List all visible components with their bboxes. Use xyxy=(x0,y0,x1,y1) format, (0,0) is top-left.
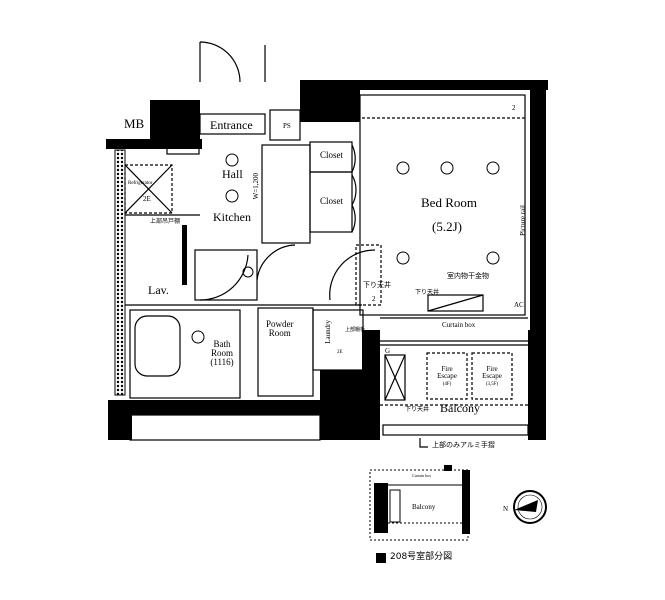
fire-escape-2-line-1: Fire xyxy=(486,365,498,373)
lav-label: Lav. xyxy=(148,283,169,297)
ps-bottom-label: PS xyxy=(334,371,342,379)
closet-1-label: Closet xyxy=(320,150,344,160)
bath-room-line-1: Bath xyxy=(213,339,231,349)
bed-room-label: Bed Room xyxy=(421,195,477,210)
lowered-ceiling-2-label: 下り天井 xyxy=(415,290,440,296)
light-count-1-label: 2 xyxy=(372,295,376,303)
fire-escape-1-line-1: Fire xyxy=(441,365,453,373)
mb-label: MB xyxy=(124,116,145,131)
bed-room-size-label: (5.2J) xyxy=(432,219,462,234)
laundry-outlet-label: 2E xyxy=(337,350,343,355)
laundry-label: Laundry xyxy=(324,320,332,344)
picture-rail-label: Picture rail xyxy=(519,205,527,236)
compass-north-label: N xyxy=(503,505,509,513)
kitchen-width-label: W=1,200 xyxy=(252,173,260,200)
bath-room-line-2: Room xyxy=(210,348,233,358)
upper-cabinet-label: 上部吊戸棚 xyxy=(150,219,181,225)
partitions xyxy=(124,41,529,448)
powder-room-line-1: Powder xyxy=(266,319,294,329)
light-fixtures xyxy=(191,153,500,344)
shoes-box-line-1: Shoes xyxy=(170,125,187,133)
hatched-wall xyxy=(114,149,126,396)
ac-label: AC xyxy=(514,301,524,309)
shoes-box-line-2: box xyxy=(173,132,184,140)
railing-note-label: 上部のみアルミ手摺 xyxy=(432,441,495,449)
inset-balcony-label: Balcony xyxy=(412,503,436,511)
refrigerator-label: Refrigerator xyxy=(128,181,153,186)
closet-2-label: Closet xyxy=(320,196,344,206)
curtain-box-label: Curtain box xyxy=(442,321,476,329)
entrance-label: Entrance xyxy=(210,118,253,132)
drying-hardware-label: 室内物干金物 xyxy=(447,272,489,280)
inset-curtain-box-label: Curtain box xyxy=(412,473,431,478)
ps-top-label: PS xyxy=(283,122,291,130)
lowered-ceiling-1-label: 下り天井 xyxy=(363,281,391,289)
powder-room-line-2: Room xyxy=(268,328,291,338)
hall-label: Hall xyxy=(222,167,243,181)
compass xyxy=(513,490,547,524)
fire-escape-1-line-3: (4F) xyxy=(442,382,452,387)
caption-marker xyxy=(376,553,386,563)
fire-escape-2-line-3: (3,5F) xyxy=(485,382,499,387)
light-count-2-label: 2 xyxy=(512,104,516,112)
lowered-ceiling-3-label: 下り天井 xyxy=(405,407,430,413)
fire-escape-1-line-2: Escape xyxy=(437,372,457,380)
inset-plan xyxy=(369,465,470,541)
inset-caption: 208号室部分図 xyxy=(390,552,453,562)
fire-escape-2-line-2: Escape xyxy=(482,372,502,380)
balcony-label: Balcony xyxy=(440,401,480,415)
upper-shelf-label: 上部棚板 xyxy=(345,328,366,333)
kitchen-label: Kitchen xyxy=(213,210,251,224)
gas-meter-label: G xyxy=(385,347,391,355)
bath-room-line-3: (1116) xyxy=(210,357,234,367)
walls xyxy=(106,80,548,440)
kitchen-outlet-label: 2E xyxy=(143,195,151,203)
